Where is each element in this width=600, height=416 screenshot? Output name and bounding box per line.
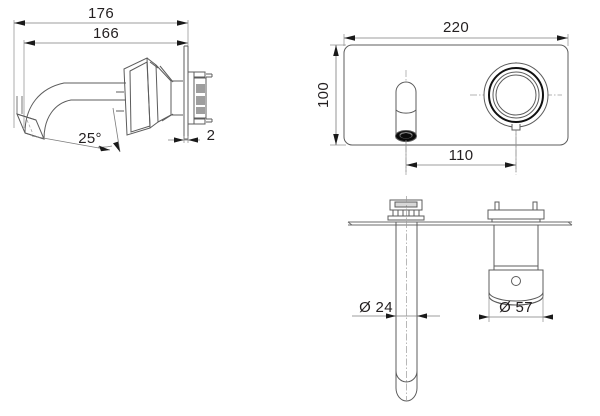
wall-plate-edge bbox=[183, 45, 189, 140]
spout-underside bbox=[387, 196, 425, 402]
dimension-166 bbox=[23, 40, 188, 128]
angle-25-annotation: 25° bbox=[31, 107, 121, 153]
view-side-elevation: 25° bbox=[13, 5, 215, 153]
dimension-dia-24-label: Ø 24 bbox=[359, 299, 393, 316]
angle-25-label: 25° bbox=[78, 130, 102, 147]
view-bottom-section: Ø 24 bbox=[348, 196, 572, 402]
mixer-body-side bbox=[116, 57, 183, 136]
handle-front-view bbox=[483, 62, 549, 131]
dimension-100: 100 bbox=[315, 44, 346, 146]
dimension-dia-57-label: Ø 57 bbox=[499, 299, 533, 316]
dimension-176-label: 176 bbox=[88, 5, 114, 22]
spout-front-view bbox=[395, 81, 417, 142]
dimension-dia-57: Ø 57 bbox=[479, 296, 553, 322]
dimension-2-label: 2 bbox=[207, 127, 216, 144]
dimension-220: 220 bbox=[343, 19, 569, 46]
dimension-110: 110 bbox=[405, 130, 517, 172]
dimension-2: 2 bbox=[168, 127, 215, 144]
handle-indicator-dot bbox=[511, 276, 521, 286]
dimension-100-label: 100 bbox=[315, 82, 332, 108]
handle-underside bbox=[487, 201, 545, 306]
rear-fixing-block bbox=[187, 71, 213, 125]
dimension-166-label: 166 bbox=[93, 25, 119, 42]
spout-arm bbox=[16, 82, 126, 140]
dimension-176 bbox=[13, 20, 189, 128]
dimension-110-label: 110 bbox=[449, 147, 474, 164]
view-front-plate: 220 100 bbox=[315, 19, 569, 175]
dimension-220-label: 220 bbox=[443, 19, 469, 36]
dimension-dia-24: Ø 24 bbox=[352, 299, 440, 319]
